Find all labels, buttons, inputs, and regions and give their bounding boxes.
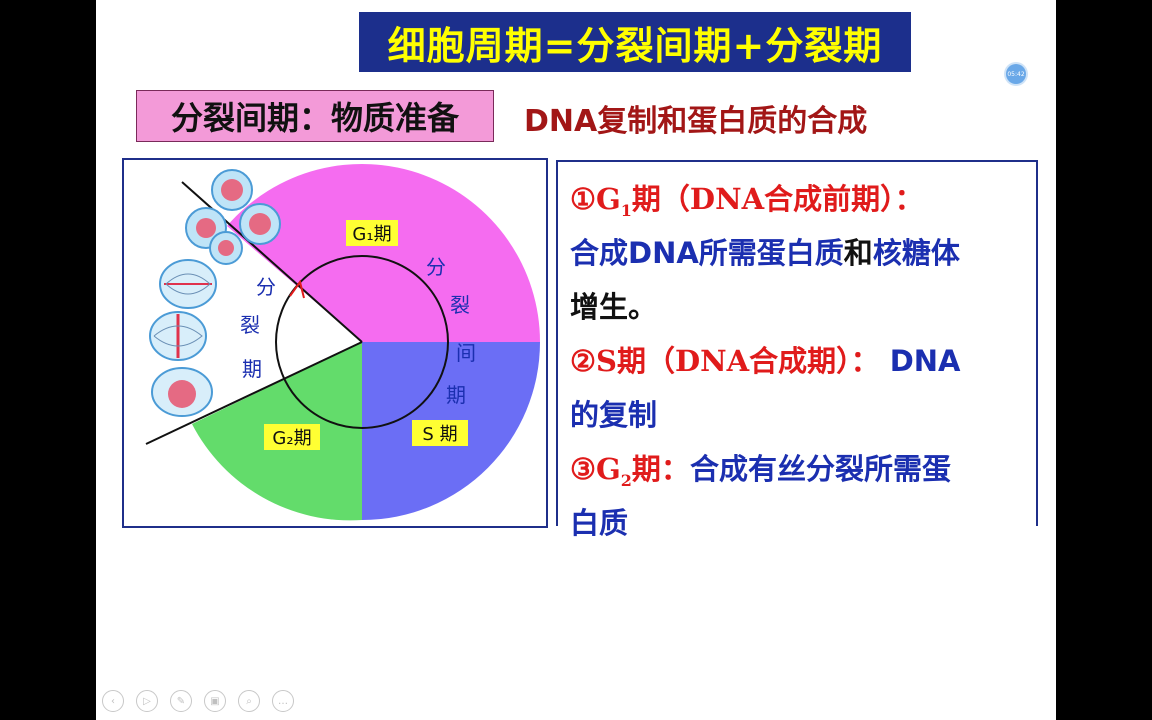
g2-label: G₂期 [272,428,311,449]
slide-title: 细胞周期=分裂间期+分裂期 [359,12,911,72]
pen-icon[interactable]: ✎ [170,690,192,712]
mitosis-char-3: 期 [242,357,262,381]
screen-icon[interactable]: ▣ [204,690,226,712]
mitosis-char-1: 分 [256,275,276,299]
cell-cycle-svg: G₁期 S 期 G₂期 分 裂 间 期 分 裂 期 [145,164,540,521]
cell-images [149,169,281,417]
interphase-char-4: 期 [446,383,466,407]
interphase-char-1: 分 [426,255,446,279]
s-heading: ②S期（DNA合成期）： DNA [570,344,961,378]
zoom-icon[interactable]: ⌕ [238,690,260,712]
g1-description-2: 增生。 [570,290,658,324]
prev-icon[interactable]: ‹ [102,690,124,712]
s-label: S 期 [422,424,457,445]
g1-sector [227,164,540,342]
phase-info-panel: ①G1期（DNA合成前期）： 合成DNA所需蛋白质和核糖体 增生。 ②S期（DN… [556,160,1038,540]
boundary-line-bottom [145,341,363,445]
timer-badge[interactable]: 05:42 [1006,64,1026,84]
s-description: 的复制 [570,398,658,432]
cycle-arrow [289,279,305,299]
g1-description: 合成DNA所需蛋白质和核糖体 [570,236,960,270]
g1-heading: ①G1期（DNA合成前期）： [570,182,924,220]
cell-cycle-diagram: G₁期 S 期 G₂期 分 裂 间 期 分 裂 期 [122,158,548,528]
s-label-bg [412,420,468,446]
play-icon[interactable]: ▷ [136,690,158,712]
g1-label: G₁期 [352,224,391,245]
slide: 细胞周期=分裂间期+分裂期 05:42 分裂间期：物质准备 DNA复制和蛋白质的… [96,0,1056,720]
cycle-circle [275,255,449,429]
mitosis-char-2: 裂 [240,313,260,337]
interphase-char-2: 裂 [450,293,470,317]
interphase-char-3: 间 [456,341,476,365]
more-icon[interactable]: … [272,690,294,712]
g1-label-bg [346,220,398,246]
g2-heading: ③G2期：合成有丝分裂所需蛋 [570,452,951,490]
g2-description: 白质 [570,506,629,540]
g2-label-bg [264,424,320,450]
prep-text: DNA复制和蛋白质的合成 [524,104,868,139]
presentation-toolbar: ‹ ▷ ✎ ▣ ⌕ … [102,690,294,712]
interphase-label: 分裂间期：物质准备 [136,90,494,142]
